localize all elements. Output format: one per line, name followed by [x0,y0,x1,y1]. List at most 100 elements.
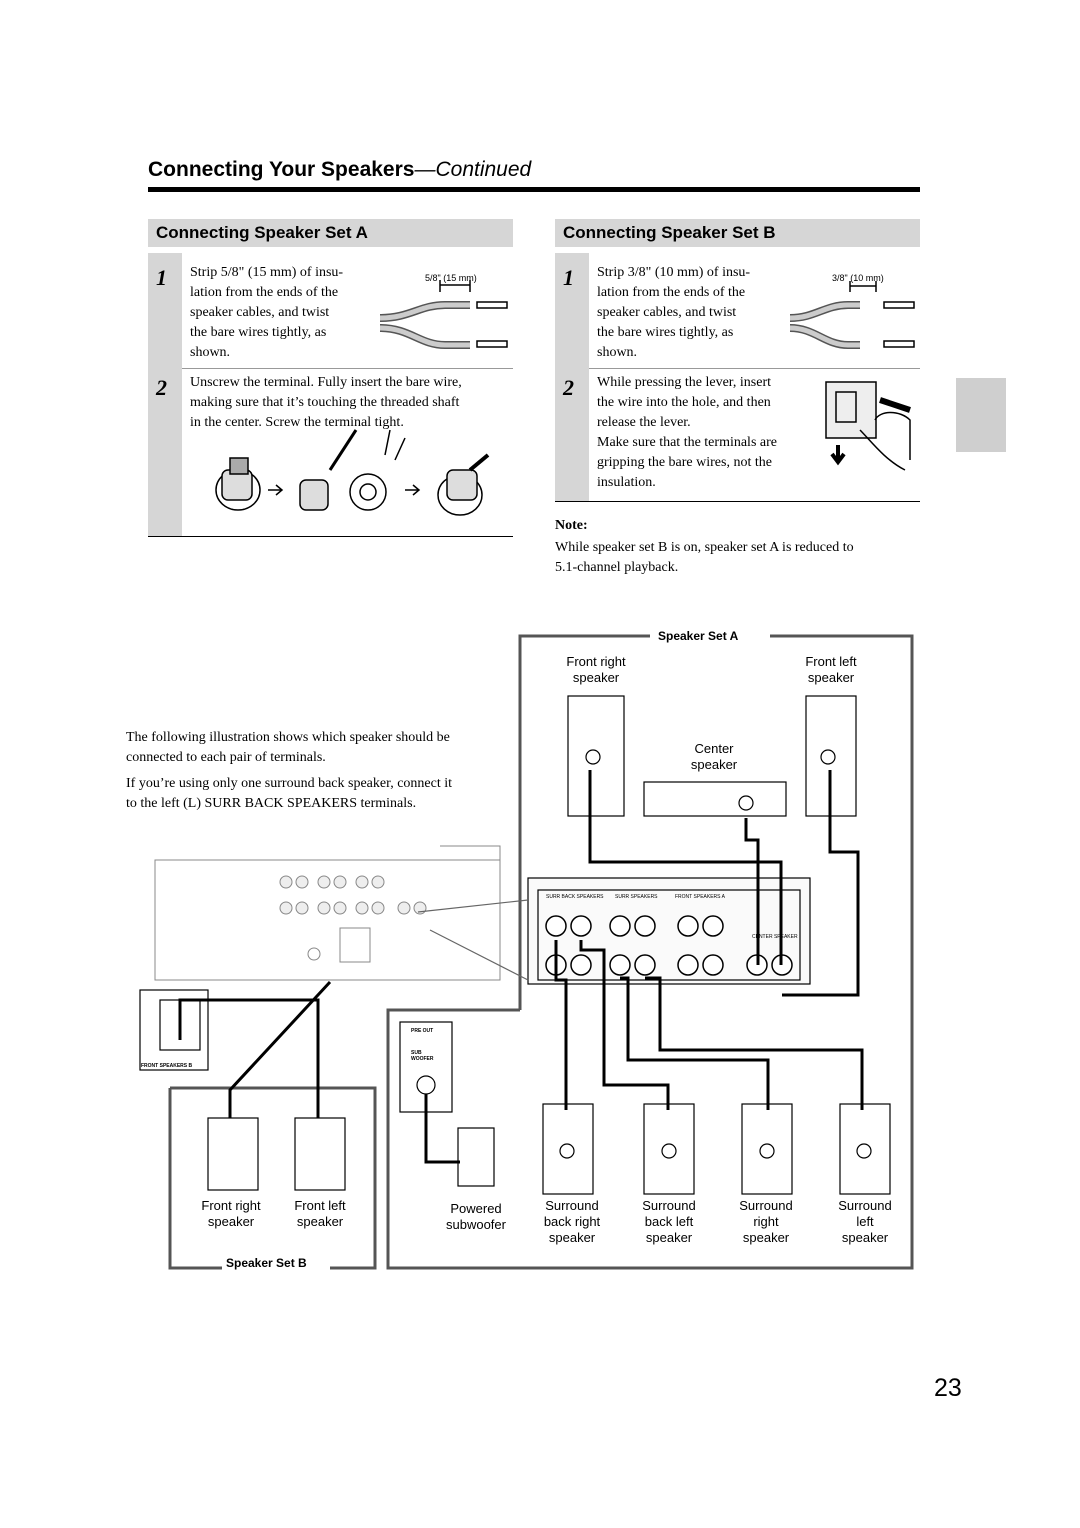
text-line: If you’re using only one surround back s… [126,776,453,791]
set-a-step1-number: 1 [156,265,167,290]
label-line: Surround [739,1198,793,1213]
label-line: left [856,1214,874,1229]
label-line: Powered [450,1201,502,1216]
label-line: Surround [838,1198,892,1213]
set-b-step-column [555,253,589,501]
text-line: shown. [597,345,638,360]
set-a-heading: Connecting Speaker Set A [148,219,513,247]
set-b-heading: Connecting Speaker Set B [555,219,920,247]
set-a-step2-number: 2 [156,375,167,400]
divider [589,368,920,369]
label-line: speaker [572,670,620,685]
receiver-back-panel [154,859,501,981]
text-line: insulation. [597,475,656,490]
label-line: Surround [642,1198,696,1213]
label-line: speaker [841,1230,889,1245]
text-line: 5.1-channel playback. [555,560,679,575]
center-speaker-box [643,781,787,817]
label-line: Front left [294,1198,346,1213]
label-line: speaker [548,1230,596,1245]
text-line: the bare wires tightly, as [190,325,327,340]
text-line: connected to each pair of terminals. [126,750,326,765]
panel-label-center: CENTER SPEAKER [752,934,798,940]
label-line: speaker [690,757,738,772]
set-b-step2-text: While pressing the lever, insert the wir… [597,373,822,493]
set-a-step1-text: Strip 5/8" (15 mm) of insu- lation from … [190,263,380,363]
text-line: While speaker set B is on, speaker set A… [555,540,854,555]
set-b-strip-dimension: 3/8" (10 mm) [832,273,884,283]
label-line: back right [543,1214,601,1229]
panel-label-surr-back: SURR BACK SPEAKERS [546,894,604,900]
cable-strip-illustration-a [379,280,508,349]
front-right-b-box [207,1117,259,1191]
text-line: The following illustration shows which s… [126,730,450,745]
label-line: speaker [207,1214,255,1229]
text-line: Strip 5/8" (15 mm) of insu- [190,265,344,280]
text-line: the bare wires tightly, as [597,325,734,340]
label-line: Front right [566,654,626,669]
section-tab [956,378,1006,452]
text-line: Strip 3/8" (10 mm) of insu- [597,265,751,280]
label-line: Surround [545,1198,599,1213]
text-line: speaker cables, and twist [190,305,330,320]
set-b-frame [170,1086,377,1270]
panel-label-pre-out: PRE OUT [411,1028,434,1034]
set-b-frame [168,1088,222,1270]
text-line: Make sure that the terminals are [597,435,777,450]
text-line: shown. [190,345,231,360]
label-line: Front right [201,1198,261,1213]
panel-label-front-a: FRONT SPEAKERS A [675,894,725,900]
note-text: While speaker set B is on, speaker set A… [555,538,925,578]
set-b-step1-number: 1 [563,265,574,290]
set-a-step2-text: Unscrew the terminal. Fully insert the b… [190,373,515,433]
subwoofer-box [457,1127,495,1187]
text-line: lation from the ends of the [190,285,339,300]
text-line: gripping the bare wires, not the [597,455,772,470]
page-header: Connecting Your Speakers—Continued [148,158,531,182]
front-left-b-box [294,1117,346,1191]
text-line: Unscrew the terminal. Fully insert the b… [190,375,462,390]
text-line: lation from the ends of the [597,285,746,300]
label-line: Front left [805,654,857,669]
label-line: right [753,1214,779,1229]
set-a-bottom-rule [148,536,513,537]
set-b-bottom-rule [555,501,920,502]
note-heading: Note: [555,518,588,533]
header-title: Connecting Your Speakers [148,158,415,181]
label-line: speaker [645,1230,693,1245]
label-line: speaker [296,1214,344,1229]
panel-label-sub-woofer: SUB WOOFER [411,1050,434,1062]
text-line: release the lever. [597,415,691,430]
label-line: Center [694,741,734,756]
divider [182,368,513,369]
set-a-frame [518,634,650,1010]
push-terminal-illustration [825,381,911,471]
speaker-set-b-label: Speaker Set B [222,1256,311,1270]
label-line: speaker [807,670,855,685]
set-a-strip-dimension: 5/8" (15 mm) [425,273,477,283]
text-line: the wire into the hole, and then [597,395,771,410]
speaker-set-a-label: Speaker Set A [654,629,743,643]
label-line: back left [644,1214,694,1229]
set-a-step-column [148,253,182,536]
text-line: While pressing the lever, insert [597,375,771,390]
header-rule [148,187,920,192]
set-a-frame [386,634,914,1270]
text-line: in the center. Screw the terminal tight. [190,415,404,430]
header-continued: —Continued [414,158,532,181]
text-line: speaker cables, and twist [597,305,737,320]
text-line: to the left (L) SURR BACK SPEAKERS termi… [126,796,417,811]
set-b-step2-number: 2 [563,375,574,400]
illustration-paragraph-1: The following illustration shows which s… [126,728,511,768]
